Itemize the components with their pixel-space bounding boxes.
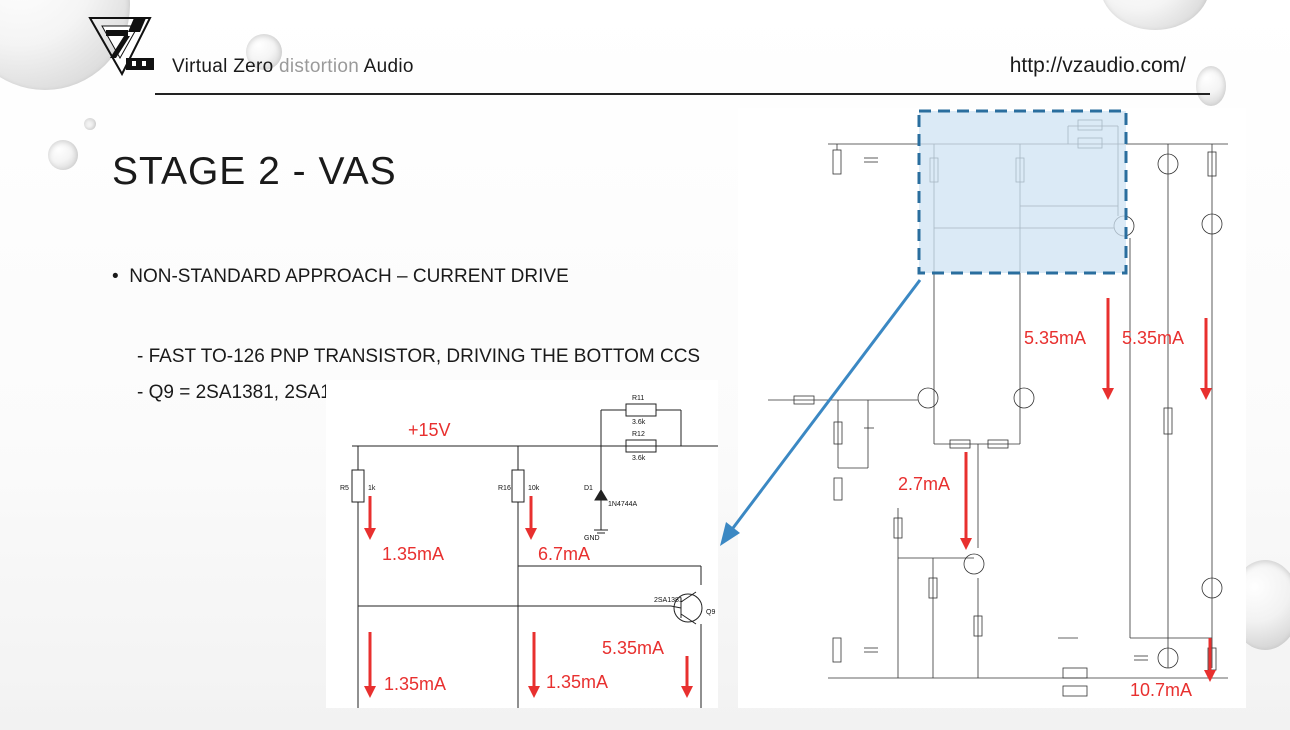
vz-logo-icon: [88, 17, 154, 76]
current-label: 10.7mA: [1130, 680, 1192, 700]
q9-type: 2SA1381: [654, 597, 683, 604]
highlight-region: [917, 109, 1128, 275]
header-divider: [155, 93, 1210, 95]
r11-value: 3.6k: [632, 419, 646, 426]
d1-value: 1N4744A: [608, 501, 638, 508]
slide-title: STAGE 2 - VAS: [112, 150, 397, 193]
zoomed-schematic: R11 3.6k R12 3.6k R5 1k R16 10k D1 1N474…: [326, 380, 718, 708]
brand-name: Virtual Zero distortion Audio: [172, 56, 414, 77]
current-label: 6.7mA: [538, 544, 590, 564]
bullet-item: • NON-STANDARD APPROACH – CURRENT DRIVE: [112, 266, 569, 287]
bubble-decoration: [1196, 66, 1226, 106]
r5-value: 1k: [368, 485, 376, 492]
current-label: 2.7mA: [898, 474, 950, 494]
bubble-decoration: [48, 140, 78, 170]
website-url[interactable]: http://vzaudio.com/: [1009, 54, 1186, 77]
current-label: 1.35mA: [546, 672, 608, 692]
zoom-connector-arrow: [720, 279, 922, 546]
current-label: 5.35mA: [1024, 328, 1086, 348]
r12-label: R12: [632, 431, 645, 438]
current-label: 5.35mA: [602, 638, 664, 658]
sub-line-1: - FAST TO-126 PNP TRANSISTOR, DRIVING TH…: [137, 346, 701, 367]
current-label: 5.35mA: [1122, 328, 1184, 348]
gnd-label: GND: [584, 535, 600, 542]
d1-label: D1: [584, 485, 593, 492]
full-schematic: 5.35mA 5.35mA 2.7mA 10.7mA: [738, 108, 1246, 708]
rail-label: +15V: [408, 420, 451, 440]
r16-value: 10k: [528, 485, 540, 492]
current-label: 1.35mA: [382, 544, 444, 564]
bubble-decoration: [84, 118, 96, 130]
sub-line-2: - Q9 = 2SA1381, 2SA1380: [137, 382, 363, 403]
r11-label: R11: [632, 395, 644, 402]
r5-label: R5: [340, 485, 349, 492]
r12-value: 3.6k: [632, 455, 646, 462]
q9-label: Q9: [706, 609, 715, 616]
bubble-decoration: [246, 34, 282, 70]
r16-label: R16: [498, 485, 511, 492]
current-label: 1.35mA: [384, 674, 446, 694]
